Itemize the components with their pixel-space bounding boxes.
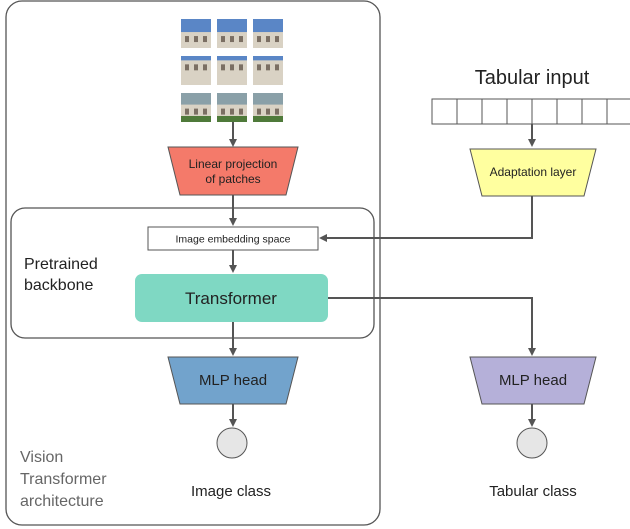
- tabular-input-cell: [481, 98, 508, 125]
- image-mlp-head-label: MLP head: [199, 372, 267, 389]
- image-mlp-head-shape: [167, 356, 299, 405]
- linear-projection-shape: [167, 146, 299, 196]
- tabular-class-label: Tabular class: [489, 483, 577, 500]
- image-class-label: Image class: [191, 483, 271, 500]
- image-patch: [253, 56, 283, 85]
- linear-projection-label-1: Linear projection: [189, 157, 278, 171]
- adaptation-layer-label: Adaptation layer: [490, 165, 577, 179]
- tabular-input-cell: [531, 98, 558, 125]
- vit-label-3: architecture: [20, 493, 104, 510]
- tabular-mlp-head-label: MLP head: [499, 372, 567, 389]
- image-patch: [181, 19, 211, 48]
- tabular-input-cell: [456, 98, 483, 125]
- backbone-label-1: Pretrained: [24, 256, 98, 273]
- vit-label-2: Transformer: [20, 471, 107, 488]
- vit-label-1: Vision: [20, 449, 63, 466]
- image-patch: [217, 19, 247, 48]
- patch-grid: [181, 19, 283, 122]
- vit-container: [5, 0, 381, 526]
- image-patch: [253, 93, 283, 122]
- arrow-transformer-to-tabular-head: [328, 297, 536, 356]
- arrow-adaptation-to-embedding: [319, 196, 533, 242]
- adaptation-layer-shape: [469, 148, 597, 197]
- tabular-input-cell: [506, 98, 533, 125]
- tabular-output-node: [516, 427, 548, 459]
- backbone-label-2: backbone: [24, 277, 93, 294]
- image-patch: [181, 56, 211, 85]
- tabular-input-cells: [431, 98, 630, 125]
- image-patch: [217, 56, 247, 85]
- tabular-input-cell: [431, 98, 458, 125]
- tabular-input-title: Tabular input: [475, 67, 590, 89]
- tabular-input-cell: [556, 98, 583, 125]
- image-patch: [217, 93, 247, 122]
- tabular-input-cell: [581, 98, 608, 125]
- image-output-node: [216, 427, 248, 459]
- transformer-label: Transformer: [185, 289, 277, 308]
- image-patch: [181, 93, 211, 122]
- transformer-box: [135, 274, 328, 322]
- tabular-input-cell: [606, 98, 630, 125]
- backbone-container: [10, 207, 375, 339]
- image-patch: [253, 19, 283, 48]
- tabular-mlp-head-shape: [469, 356, 597, 405]
- linear-projection-label-2: of patches: [205, 172, 260, 186]
- embedding-space-label: Image embedding space: [176, 234, 291, 246]
